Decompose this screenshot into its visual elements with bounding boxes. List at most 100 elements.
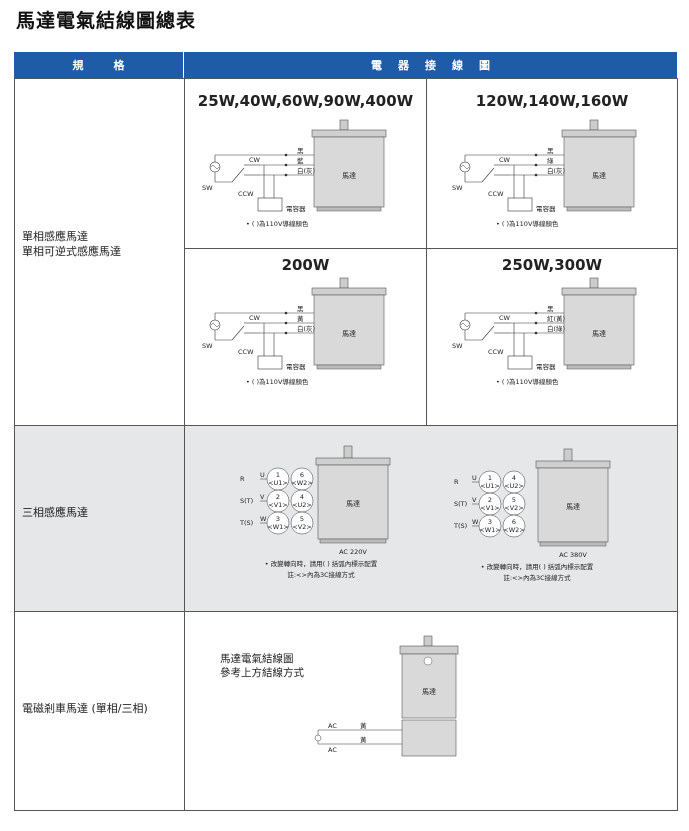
ac-wave-icon xyxy=(460,323,470,327)
ccw-label: CCW xyxy=(238,190,254,198)
motor-shaft xyxy=(339,277,349,289)
terminal-number: 5 xyxy=(512,496,516,504)
terminal-number: 4 xyxy=(512,474,516,482)
switch-blade xyxy=(231,167,245,183)
brake-note: 馬達電氣結線圖 參考上方結線方式 xyxy=(220,652,304,680)
header-wiring: 電 器 接 線 圖 xyxy=(184,52,677,78)
capacitor-label: 電容器 xyxy=(536,204,556,213)
terminal-code: <U2> xyxy=(292,501,312,509)
header-wiring-char: 線 xyxy=(452,59,463,72)
motor-label: 馬達 xyxy=(342,329,356,338)
terminal-label: W xyxy=(472,518,479,526)
header-wiring-char: 電 xyxy=(371,59,382,72)
three-phase-note: 註:<>內為3C接線方式 xyxy=(287,570,355,579)
wire-terminal xyxy=(284,331,288,335)
motor-shaft xyxy=(343,445,353,459)
terminal-number: 2 xyxy=(488,496,492,504)
wire-color-label: 紅(黃) xyxy=(547,314,565,323)
ac-label: AC xyxy=(328,722,337,730)
header-spec-char: 規 xyxy=(72,59,84,72)
wire-color-label: 藍 xyxy=(297,156,304,165)
motor-body xyxy=(537,467,609,543)
row-single-label: 單相感應馬達 單相可逆式感應馬達 xyxy=(22,229,121,259)
motor-shaft xyxy=(589,119,599,131)
terminal-label: W xyxy=(260,515,267,523)
ac-wave-icon xyxy=(460,165,470,169)
motor-base xyxy=(539,541,607,547)
capacitor-label: 電容器 xyxy=(536,362,556,371)
terminal-number: 6 xyxy=(512,518,516,526)
wire-color-note: • ( )為110V導線顏色 xyxy=(496,219,559,228)
wire-terminal xyxy=(534,153,538,157)
terminal-label: V xyxy=(260,493,265,501)
motor-body xyxy=(317,464,389,540)
terminal-code: <V1> xyxy=(268,501,287,509)
capacitor-label: 電容器 xyxy=(286,204,306,213)
row-brake-label: 電磁剎車馬達 (單相/三相) xyxy=(22,702,148,715)
ccw-label: CCW xyxy=(238,348,254,356)
motor-flange xyxy=(535,460,611,469)
capacitor-icon xyxy=(257,197,283,212)
diagram-title: 120W,140W,160W xyxy=(475,92,629,110)
cw-label: CW xyxy=(499,314,511,322)
wire-terminal xyxy=(284,163,288,167)
ac-source-icon xyxy=(314,734,322,742)
wire-color-label: 白(灰) xyxy=(547,166,565,175)
motor-label: 馬達 xyxy=(422,687,436,696)
header-wiring-char: 接 xyxy=(425,59,436,72)
motor-body xyxy=(313,294,385,366)
terminal-circle xyxy=(478,514,502,538)
motor-shaft xyxy=(563,448,573,462)
voltage-label: AC 220V xyxy=(339,548,367,556)
wire-terminal xyxy=(284,153,288,157)
wire-terminal xyxy=(284,311,288,315)
terminal-number: 1 xyxy=(488,474,492,482)
row-label-line: 單相可逆式感應馬達 xyxy=(22,245,121,258)
row-label-line: 單相感應馬達 xyxy=(22,230,88,243)
capacitor-icon xyxy=(507,355,533,370)
motor-body xyxy=(563,294,635,366)
terminal-code: <U1> xyxy=(268,479,288,487)
terminal-number: 4 xyxy=(300,493,304,501)
brake-diagram-cell xyxy=(184,611,678,811)
terminal-code: <W1> xyxy=(479,526,500,534)
wire-color-label: 黃 xyxy=(297,314,304,323)
wire-terminal xyxy=(284,321,288,325)
terminal-code: <W2> xyxy=(503,526,524,534)
terminal-code: <V1> xyxy=(480,504,499,512)
terminal-number: 1 xyxy=(276,471,280,479)
ac-wave-icon xyxy=(210,323,220,327)
cw-label: CW xyxy=(249,156,261,164)
ccw-label: CCW xyxy=(488,348,504,356)
wire-color-label: 黑 xyxy=(297,147,304,155)
terminal-label: V xyxy=(472,496,477,504)
motor-shaft xyxy=(589,277,599,289)
wire-color-label: 黑 xyxy=(297,305,304,313)
terminal-code: <U2> xyxy=(504,482,524,490)
ccw-label: CCW xyxy=(488,190,504,198)
wire-color-label: 黃 xyxy=(360,721,367,730)
voltage-label: AC 380V xyxy=(559,551,587,559)
capacitor-icon xyxy=(257,355,283,370)
wire-color-label: 黑 xyxy=(547,147,554,155)
switch-blade xyxy=(481,325,495,341)
terminal-code: <W1> xyxy=(267,523,288,531)
motor-label: 馬達 xyxy=(592,329,606,338)
motor-flange xyxy=(311,129,387,138)
three-phase-note: • 改變轉向時，請用( ) 括弧內標示配置 xyxy=(265,559,378,568)
phase-label: R xyxy=(240,475,245,483)
wire-color-label: 白(綠) xyxy=(547,324,565,333)
motor-label: 馬達 xyxy=(592,171,606,180)
ac-wave-icon xyxy=(210,165,220,169)
brake-note-line: 參考上方結線方式 xyxy=(220,667,304,679)
wire-color-note: • ( )為110V導線顏色 xyxy=(246,219,309,228)
sw-label: SW xyxy=(202,342,213,350)
sw-label: SW xyxy=(452,342,463,350)
motor-flange xyxy=(561,129,637,138)
motor-base xyxy=(316,364,382,370)
wire-terminal xyxy=(534,173,538,177)
terminal-circle xyxy=(290,511,314,535)
motor-base xyxy=(319,538,387,544)
